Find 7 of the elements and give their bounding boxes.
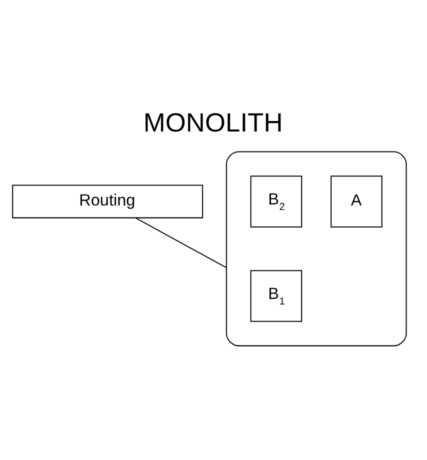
connector: [135, 217, 227, 268]
cluster: [226, 151, 407, 346]
diagram-title: MONOLITH: [143, 107, 283, 138]
node-box: B$_{1}$: [250, 270, 302, 322]
node-box: Routing: [12, 184, 204, 218]
node-box: A: [330, 176, 382, 228]
node-box: B$_{2}$: [250, 176, 302, 228]
